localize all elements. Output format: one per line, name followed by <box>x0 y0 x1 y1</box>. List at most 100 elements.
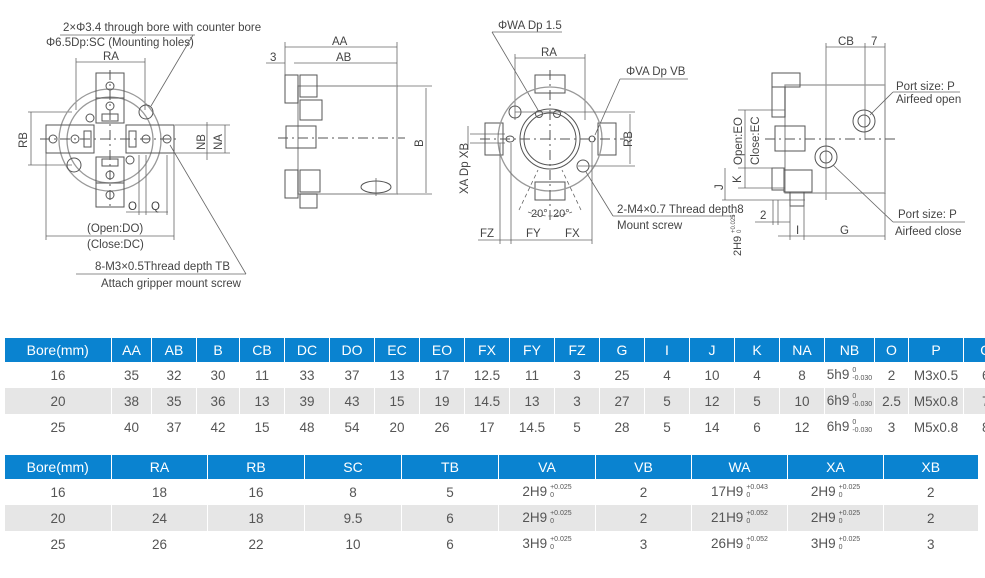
table2-cell-rb: 16 <box>207 479 305 505</box>
view2-body <box>297 85 398 195</box>
table2-cell-xa-value: 3H9 <box>810 535 836 551</box>
table1-cell-k: 6 <box>734 414 780 440</box>
table1-header-cell: J <box>689 338 735 362</box>
table2-cell-wa-value: 21H9 <box>711 509 744 525</box>
view4-dim-g: G <box>840 225 849 237</box>
view2-jaws <box>284 74 323 209</box>
table2-cell-xa-tol-upper: +0.025 <box>838 510 861 518</box>
table1-cell-o: 3 <box>874 414 909 440</box>
table1-cell-fx: 14.5 <box>464 388 510 414</box>
table1-cell-i: 5 <box>644 388 690 414</box>
view1-callout-thread-line1: 8-M3×0.5Thread depth TB <box>95 261 230 273</box>
table2-cell-sc: 10 <box>304 531 402 557</box>
view3-wa-hole <box>553 110 561 118</box>
table1-header-cell: DC <box>284 338 330 362</box>
table2-cell-wa-value: 26H9 <box>711 535 744 551</box>
table1-header-cell: EC <box>374 338 420 362</box>
view4-port-open-line1: Port size: P <box>896 81 955 93</box>
table1-cell-nb-tol-lower: -0.030 <box>852 427 873 435</box>
table2-cell-va-tol-upper: +0.025 <box>550 484 572 492</box>
table1-cell-p: M3x0.5 <box>908 362 964 388</box>
table2-cell-wa-tol-lower: 0 <box>746 518 751 526</box>
table2-cell-xb: 3 <box>883 531 978 557</box>
view3-angle-lines <box>518 169 582 217</box>
view4-port-open <box>852 109 876 133</box>
view4-port-close-inner <box>819 150 833 164</box>
table1-cell-eo: 19 <box>419 388 465 414</box>
table2-cell-tb: 5 <box>401 479 499 505</box>
table1-cell-g: 27 <box>599 388 645 414</box>
view3-dim-fz: FZ <box>480 228 494 240</box>
view4-callout-leader <box>869 91 894 116</box>
table1-cell-fz: 5 <box>554 414 600 440</box>
table1-cell-g: 25 <box>599 362 645 388</box>
table1-cell-j: 14 <box>689 414 735 440</box>
table1-cell-na: 12 <box>779 414 825 440</box>
table1-cell-eo: 26 <box>419 414 465 440</box>
table1-cell-nb-value: 6h9 <box>826 392 850 408</box>
table1-cell-nb-tolerance: 0-0.030 <box>852 393 872 409</box>
view1-pin <box>85 113 95 123</box>
table2-cell-sc: 9.5 <box>304 505 402 531</box>
table1-header-cell: AB <box>151 338 197 362</box>
table1-header-cell: DO <box>329 338 375 362</box>
table1-cell-do: 37 <box>329 362 375 388</box>
table1-cell-o: 2 <box>874 362 909 388</box>
view1-dim-q: Q <box>151 201 160 213</box>
table2-cell-xa-tol-lower: 0 <box>838 518 843 526</box>
table2-cell-va-tol-upper: +0.025 <box>550 510 572 518</box>
table1-cell-fy: 14.5 <box>509 414 555 440</box>
table2-cell-bore: 25 <box>4 531 112 557</box>
view4-dim-close-ec: Close:EC <box>750 116 762 165</box>
table1-cell-nb-tol-upper: 0 <box>852 393 857 401</box>
view4-callout-leader <box>832 164 894 223</box>
table1-cell-ec: 13 <box>374 362 420 388</box>
view1-dim-close: (Close:DC) <box>87 239 144 251</box>
view4-dim-i: I <box>796 225 799 237</box>
view2-dim-3: 3 <box>270 52 276 64</box>
table1-header-cell: AA <box>111 338 152 362</box>
table2-header-cell: Bore(mm) <box>4 455 112 479</box>
table1-header-cell: FX <box>464 338 510 362</box>
view1-dim-nb: NB <box>196 134 208 150</box>
table2-cell-va-value: 2H9 <box>522 483 548 499</box>
table2-cell-ra: 24 <box>111 505 208 531</box>
table1-cell-p: M5x0.8 <box>908 414 964 440</box>
table2-cell-rb: 22 <box>207 531 305 557</box>
table2-cell-bore: 20 <box>4 505 112 531</box>
table1-header-cell: NA <box>779 338 825 362</box>
table2-cell-wa-tol-upper: +0.052 <box>746 510 768 518</box>
table2-cell-xa-tol-upper: +0.025 <box>838 484 861 492</box>
table1-header-cell: O <box>874 338 909 362</box>
view2-side-view: AA AB 3 B <box>266 36 432 209</box>
table1-cell-b: 30 <box>196 362 240 388</box>
table1-cell-o: 2.5 <box>874 388 909 414</box>
view4-jaws <box>771 72 813 207</box>
table1-cell-dc: 48 <box>284 414 330 440</box>
view3-callout-mount-line1: 2-M4×0.7 Thread depth8 <box>617 204 744 216</box>
table1-cell-nb-value: 5h9 <box>826 366 850 382</box>
table2-cell-wa-tol-lower: 0 <box>746 492 751 500</box>
table1-cell-q: 7 <box>963 388 985 414</box>
table2-cell-wa-value: 17H9 <box>711 483 744 499</box>
view3-wa-hole <box>535 110 543 118</box>
view4-dim-open-eo: Open:EO <box>733 117 745 165</box>
table1-cell-nb-tol-lower: -0.030 <box>852 375 873 383</box>
table1-cell-i: 4 <box>644 362 690 388</box>
table2-cell-tb: 6 <box>401 531 499 557</box>
table2-header-cell: TB <box>401 455 499 479</box>
table1-cell-j: 12 <box>689 388 735 414</box>
table1-cell-aa: 38 <box>111 388 152 414</box>
table1-header-row: Bore(mm) AA AB B CB DC DO EC EO FX FY FZ… <box>4 338 985 362</box>
